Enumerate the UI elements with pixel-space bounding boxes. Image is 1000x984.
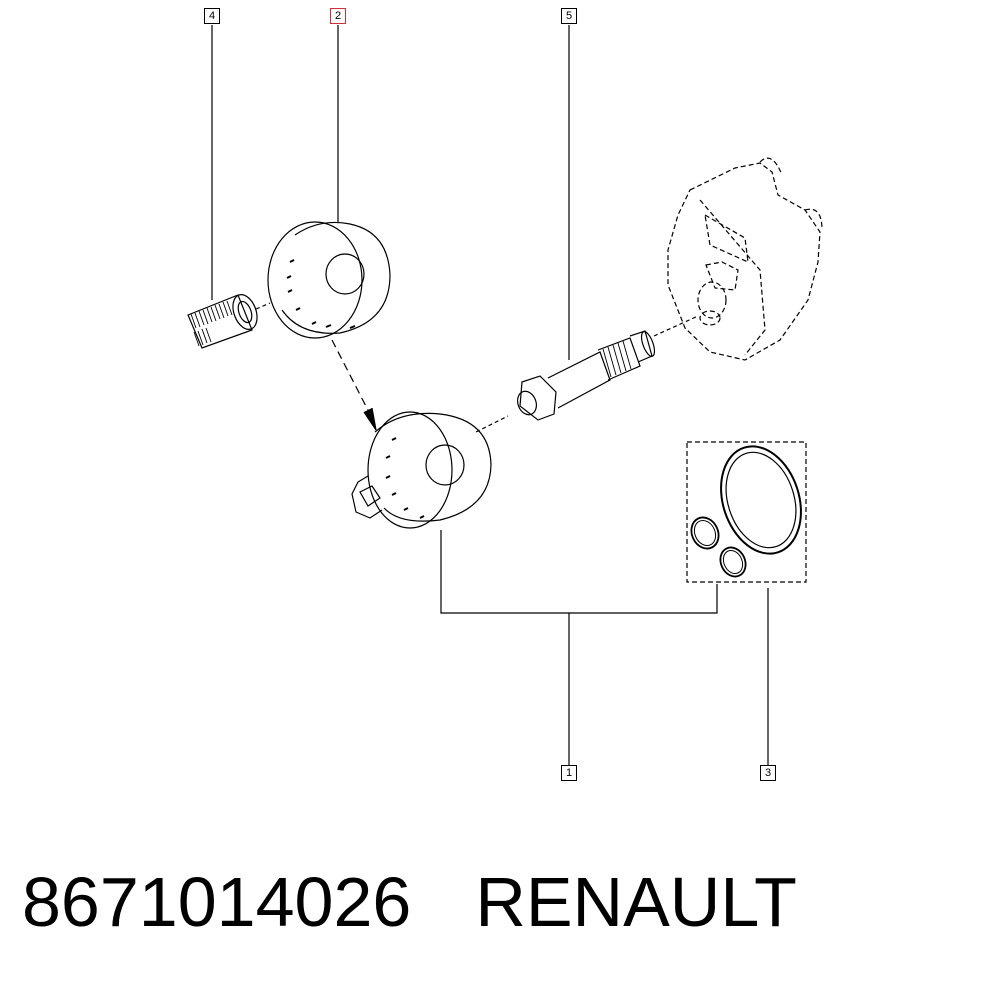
- callout-4[interactable]: 4: [204, 8, 220, 24]
- oil-filter-part-2: [267, 221, 391, 431]
- callout-2-selected[interactable]: 2: [330, 8, 346, 24]
- callout-5[interactable]: 5: [561, 8, 577, 24]
- leader-lines: [211, 25, 769, 765]
- brand-name: RENAULT: [475, 863, 797, 941]
- leader-line-1: [440, 530, 718, 614]
- exploded-parts-diagram: [187, 25, 823, 765]
- oil-cooler-housing: [667, 157, 823, 361]
- threaded-stud-part-4: [187, 294, 271, 349]
- seal-kit-part-3: [686, 441, 807, 583]
- caption: 8671014026 RENAULT: [22, 862, 797, 942]
- filter-assembly-part-1: [351, 411, 509, 529]
- hollow-bolt-part-5: [516, 315, 699, 421]
- callout-1[interactable]: 1: [561, 765, 577, 781]
- callout-3[interactable]: 3: [760, 765, 776, 781]
- part-number: 8671014026: [22, 863, 412, 941]
